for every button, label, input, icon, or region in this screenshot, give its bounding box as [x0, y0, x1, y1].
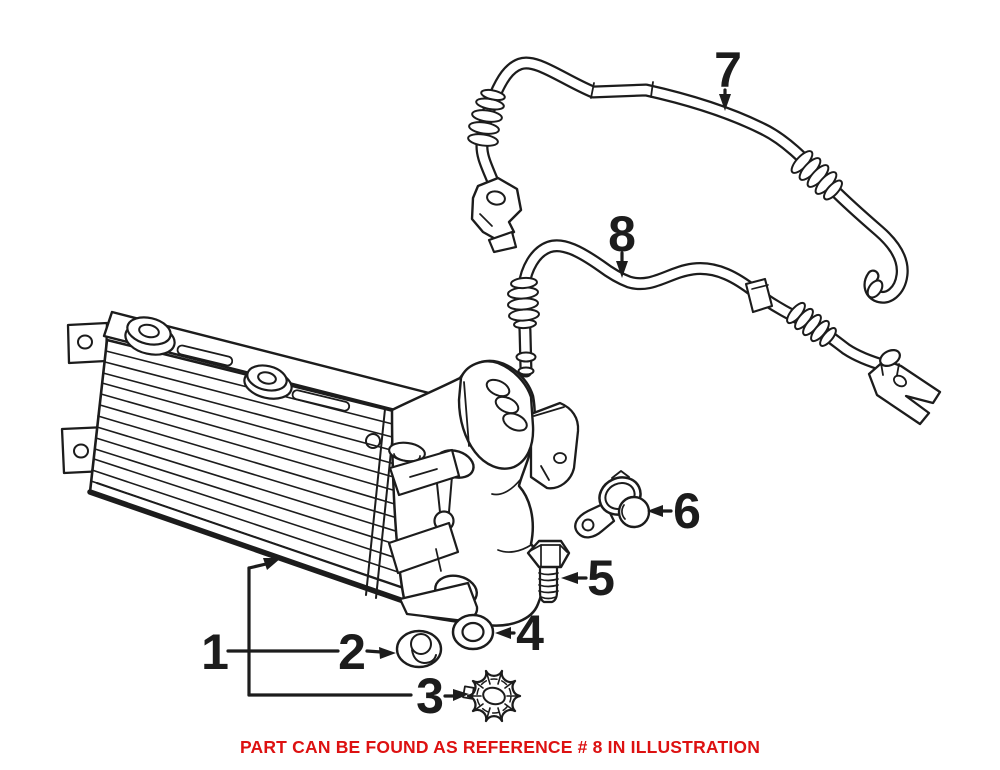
- hose7-flange-fitting: [470, 176, 523, 254]
- arrow-to-bolt: [561, 572, 578, 584]
- part-2-plug: [395, 629, 443, 669]
- leader-lines: [226, 88, 731, 701]
- hose7-crimp-left: [467, 88, 506, 147]
- part-6-thermostat: [574, 470, 651, 539]
- ref-label-5: 5: [587, 550, 615, 606]
- hose7-crimp-right: [790, 150, 843, 201]
- ref-label-7: 7: [714, 42, 742, 98]
- part-8-hose-lower: [507, 239, 942, 426]
- part-1-oil-cooler: [60, 310, 580, 627]
- ref-label-4: 4: [516, 605, 544, 661]
- part-3-cap: [462, 669, 522, 723]
- part-4-seal-ring: [451, 613, 495, 651]
- cooler-mount-tab-upper: [66, 321, 109, 365]
- part-7-hose-upper: [467, 56, 909, 304]
- arrow-to-hose-upper: [719, 94, 731, 111]
- ref-label-3: 3: [416, 668, 444, 724]
- ref-label-6: 6: [673, 483, 701, 539]
- arrow-to-plug: [379, 647, 396, 659]
- cooler-bracket-housing: [387, 359, 580, 627]
- arrow-to-seal-ring: [495, 627, 511, 639]
- arrow-to-thermostat: [647, 505, 663, 517]
- ref-label-1: 1: [201, 624, 229, 680]
- hose8-crimp-left: [507, 276, 540, 330]
- ref-labels: 1 2 3 4 5 6 7 8: [201, 42, 742, 724]
- hose8-fork-fitting: [867, 348, 942, 426]
- arrow-to-cooler: [263, 558, 281, 570]
- hose8-crimp-right: [786, 301, 837, 347]
- ref-label-2: 2: [338, 624, 366, 680]
- hose8-clamp: [744, 277, 774, 314]
- arrow-to-hose-lower: [616, 261, 628, 278]
- caption-text: PART CAN BE FOUND AS REFERENCE # 8 IN IL…: [239, 737, 761, 757]
- arrow-to-cap: [453, 689, 469, 701]
- ref-label-8: 8: [608, 206, 636, 262]
- part-5-bolt: [526, 539, 571, 604]
